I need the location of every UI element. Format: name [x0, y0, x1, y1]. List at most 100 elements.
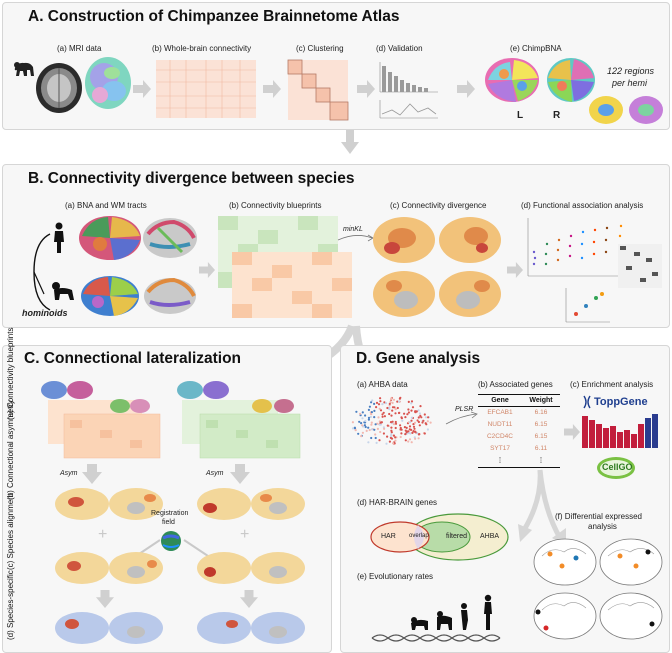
ahba-point — [392, 442, 395, 445]
ahba-point — [394, 420, 397, 424]
plsr-arrow — [445, 411, 478, 425]
ahba-point — [390, 426, 393, 429]
ahba-point — [414, 410, 417, 413]
ahba-point — [391, 420, 394, 423]
gene-cell: ⁞ — [498, 456, 502, 465]
ahba-point — [400, 417, 403, 420]
clustering-matrix-image — [287, 59, 349, 121]
blueprint-orange-matrix — [232, 252, 352, 318]
ahba-point — [392, 398, 396, 401]
ahba-point — [412, 423, 415, 426]
ahba-point — [413, 421, 417, 424]
ahba-point — [407, 411, 410, 414]
ahba-point — [417, 409, 420, 412]
ahba-point — [426, 428, 429, 431]
toppgene-label: ToppGene — [594, 396, 648, 408]
ahba-point — [426, 420, 429, 423]
toppgene-logo — [583, 395, 591, 409]
ahba-point — [388, 402, 391, 405]
ahba-point — [379, 409, 383, 412]
ahba-point — [358, 420, 361, 423]
ahba-point — [390, 414, 393, 417]
gene-cell: SYT17 — [490, 445, 510, 452]
step-mri-label: (a) MRI data — [57, 44, 102, 53]
ahba-point — [367, 416, 371, 419]
ahba-point — [360, 422, 363, 425]
ahba-point — [379, 421, 382, 424]
ahba-point — [410, 428, 413, 431]
ahba-point — [394, 436, 397, 439]
ahba-point — [410, 409, 413, 412]
ahba-point — [392, 423, 396, 426]
ahba-point — [379, 430, 382, 434]
alignment-brains-left — [55, 552, 163, 584]
ahba-point — [417, 433, 420, 436]
chimp-icon — [52, 282, 74, 300]
step-ahba-label: (a) AHBA data — [357, 380, 408, 389]
ahba-point — [382, 411, 385, 414]
step-chimpbna-label: (e) ChimpBNA — [510, 44, 562, 53]
ahba-point — [407, 408, 410, 411]
gene-cell: NUDT11 — [487, 421, 513, 428]
ahba-point — [410, 441, 413, 444]
ahba-point — [408, 438, 412, 441]
ahba-point — [370, 423, 373, 426]
ahba-point — [399, 424, 402, 427]
arrow-a4 — [457, 80, 475, 98]
ahba-point — [368, 405, 371, 408]
ahba-point — [429, 421, 432, 424]
ahba-point — [400, 432, 403, 435]
arrow-b2 — [507, 262, 523, 278]
ahba-point — [403, 412, 406, 415]
human-icon — [54, 222, 64, 253]
enrichment-bar-chart — [582, 414, 658, 448]
minkl-label: minKL — [343, 226, 363, 233]
validation-plot-image — [379, 62, 438, 119]
ahba-point — [391, 409, 394, 412]
ahba-point — [424, 416, 427, 419]
alignment-brains-right — [197, 552, 305, 584]
differential-brains — [533, 538, 663, 640]
ahba-point — [410, 419, 413, 422]
step-bna-label: (a) BNA and WM tracts — [65, 201, 147, 210]
gene-cell: C2CD4C — [486, 433, 513, 440]
ahba-point — [353, 426, 356, 429]
ahba-point — [411, 406, 415, 409]
panel-b-title: B. Connectivity divergence between speci… — [28, 170, 355, 187]
ahba-point — [398, 400, 401, 403]
weight-cell: 6.16 — [534, 409, 548, 416]
ahba-point — [406, 430, 409, 433]
hominoids-label: hominoids — [22, 308, 68, 318]
ahba-point — [381, 403, 384, 406]
ahba-point — [377, 403, 381, 406]
ahba-point — [419, 405, 422, 408]
ahba-point — [392, 434, 395, 437]
ahba-point — [416, 432, 419, 435]
ahba-point — [388, 412, 391, 416]
panel-a-title: A. Construction of Chimpanzee Brainnetom… — [28, 8, 400, 25]
asym-left-label: Asym — [60, 470, 78, 477]
ahba-point — [364, 425, 367, 429]
ahba-point — [419, 414, 422, 417]
ahba-point — [417, 416, 420, 419]
arrow-b1 — [199, 262, 215, 278]
ahba-point — [390, 397, 393, 400]
ahba-point — [367, 441, 370, 444]
left-hemisphere-label: L — [517, 110, 524, 121]
ahba-point — [425, 423, 428, 426]
ahba-point — [388, 406, 391, 409]
venn-diagram — [370, 513, 509, 561]
ahba-point — [370, 421, 373, 424]
ahba-point — [375, 401, 379, 404]
connectivity-matrix-image — [156, 60, 256, 118]
ahba-point — [377, 416, 380, 419]
ahba-point — [383, 427, 386, 430]
ahba-point — [369, 415, 372, 418]
ahba-point — [367, 418, 370, 421]
divergence-brains — [373, 217, 501, 317]
weight-cell: 6.15 — [534, 421, 548, 428]
venn-overlap-label: overlap — [409, 533, 429, 539]
gene-header: Gene — [491, 397, 509, 404]
ahba-point — [394, 422, 398, 425]
ahba-point — [370, 413, 373, 416]
